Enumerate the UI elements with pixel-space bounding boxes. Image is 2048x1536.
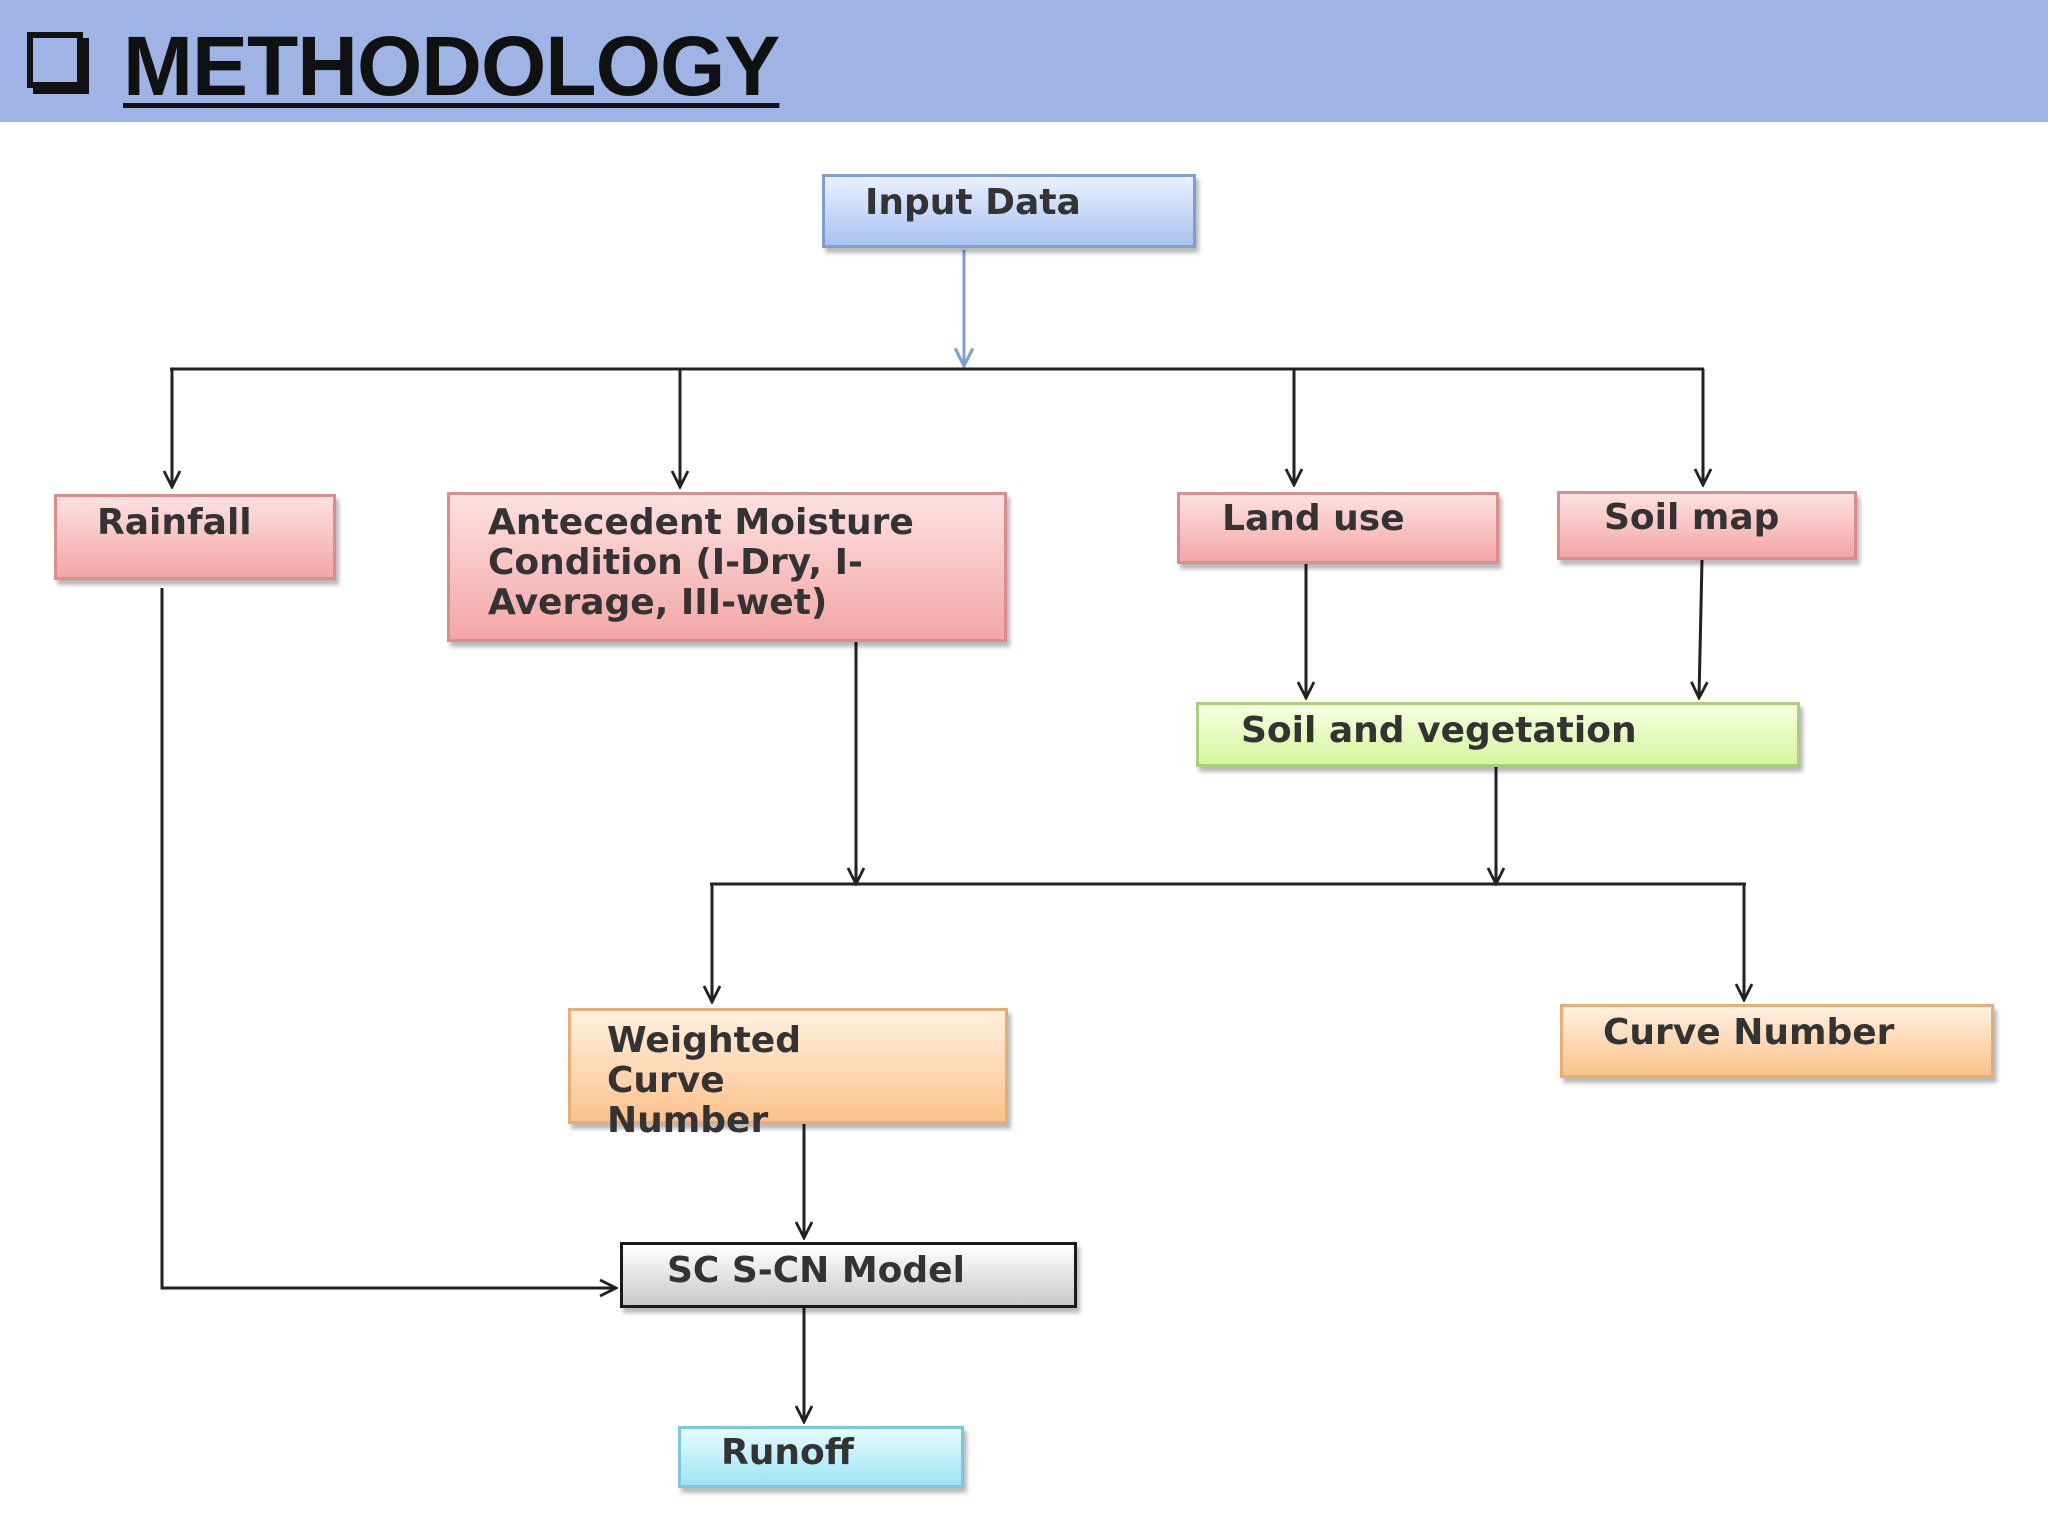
curve-number-box: Curve Number: [1560, 1004, 1994, 1078]
hollow-square-bullet-icon: [27, 32, 83, 88]
connector-rainfall-to-scs: [160, 588, 616, 1288]
soil-vegetation-box: Soil and vegetation: [1196, 702, 1800, 767]
connector-soil-map-to-soil-veg: [1699, 559, 1702, 698]
soil-map-box: Soil map: [1557, 491, 1857, 560]
slide-header: METHODOLOGY: [0, 0, 2048, 122]
slide-title: METHODOLOGY: [123, 19, 780, 113]
scs-cn-model-box: SC S-CN Model: [620, 1242, 1077, 1308]
rainfall-label: Rainfall: [97, 502, 252, 543]
land-use-label: Land use: [1222, 498, 1405, 539]
rainfall-box: Rainfall: [54, 494, 336, 580]
amc-label: Antecedent Moisture Condition (I-Dry, I-…: [488, 502, 914, 623]
curve-number-label: Curve Number: [1603, 1012, 1895, 1053]
scs-cn-model-label: SC S-CN Model: [667, 1250, 965, 1291]
input-data-label: Input Data: [865, 182, 1081, 223]
land-use-box: Land use: [1177, 492, 1499, 564]
runoff-box: Runoff: [678, 1426, 964, 1488]
weighted-cn-box: Weighted Curve Number: [568, 1008, 1008, 1141]
soil-map-label: Soil map: [1604, 497, 1780, 538]
input-data-box: Input Data: [822, 174, 1196, 248]
amc-box: Antecedent Moisture Condition (I-Dry, I-…: [447, 492, 1007, 642]
weighted-cn-label: Weighted Curve Number: [607, 1020, 801, 1141]
soil-vegetation-label: Soil and vegetation: [1241, 710, 1637, 751]
runoff-label: Runoff: [721, 1432, 854, 1473]
